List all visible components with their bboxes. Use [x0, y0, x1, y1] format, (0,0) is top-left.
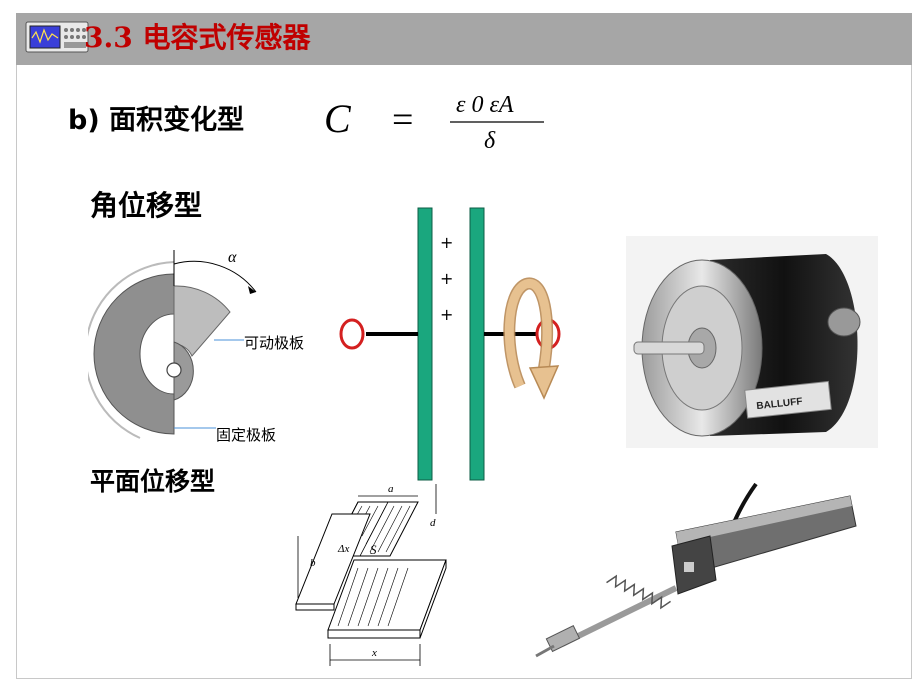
capacitor-plates-diagram: + + +	[330, 200, 580, 485]
dim-a: a	[388, 483, 394, 495]
left-plate	[417, 207, 433, 481]
angle-alpha: α	[228, 249, 237, 266]
dim-d: d	[430, 517, 436, 529]
right-plate	[469, 207, 485, 481]
header-bar	[16, 13, 912, 65]
subtitle: b) 面积变化型	[68, 105, 245, 136]
plus-sign: +	[440, 269, 453, 288]
oscilloscope-icon	[24, 18, 92, 58]
capacitance-formula: C = ε 0 εA δ	[318, 86, 578, 156]
planar-plate-diagram: a b d Δx S x	[258, 480, 458, 670]
plus-sign: +	[440, 233, 453, 252]
fixed-plate-label: 固定极板	[216, 426, 277, 444]
formula-numerator: ε 0 εA	[456, 92, 514, 118]
formula-denominator: δ	[484, 128, 496, 154]
plus-sign: +	[440, 305, 453, 324]
encoder-brand-label: BALLUFF	[756, 396, 803, 412]
movable-plate-label: 可动极板	[244, 334, 305, 352]
dim-s: S	[370, 542, 377, 557]
formula-equals: =	[392, 99, 413, 141]
linear-sensor-photo	[520, 476, 874, 670]
dim-delta-x: Δx	[337, 543, 349, 555]
planar-type-label: 平面位移型	[90, 467, 216, 496]
slide-title: 3.3 电容式传感器	[84, 21, 311, 54]
slide-frame	[16, 65, 912, 679]
formula-lhs: C	[324, 96, 352, 141]
angular-plate-diagram: α	[84, 240, 318, 455]
angular-type-label: 角位移型	[90, 189, 203, 222]
rotary-encoder-photo: BALLUFF	[626, 236, 878, 448]
dim-b: b	[310, 557, 316, 569]
dim-x: x	[371, 647, 377, 659]
left-terminal	[339, 318, 365, 350]
